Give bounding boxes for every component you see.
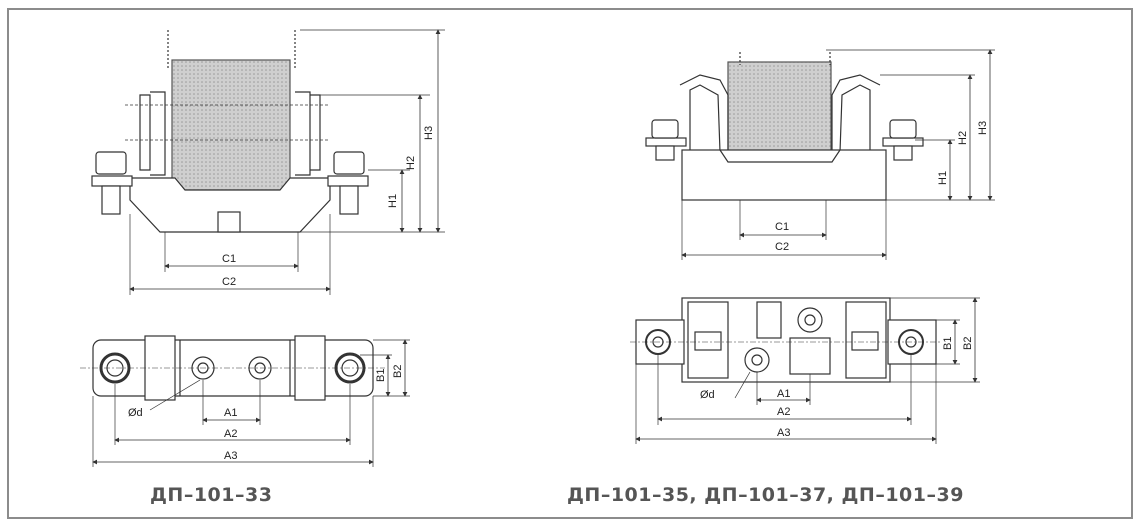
right-a2-label: A2 (777, 406, 790, 418)
left-a2-label: A2 (224, 428, 237, 440)
right-d-label: Ød (700, 389, 715, 401)
left-top-view (80, 335, 410, 467)
left-d-label: Ød (128, 407, 143, 419)
left-fuse-body (171, 59, 291, 191)
left-a1-label: A1 (224, 407, 237, 419)
caption-left: ДП–101–33 (150, 484, 273, 506)
right-a3-label: A3 (777, 427, 790, 439)
left-h3-label: H3 (423, 126, 435, 140)
right-top-view (630, 297, 980, 444)
right-h3-label: H3 (977, 121, 989, 135)
left-c1-label: C1 (222, 253, 236, 265)
right-b2-label: B2 (962, 337, 974, 350)
right-c2-label: C2 (775, 241, 789, 253)
right-c1-label: C1 (775, 221, 789, 233)
left-a3-label: A3 (224, 450, 237, 462)
caption-right: ДП–101–35, ДП–101–37, ДП–101–39 (567, 484, 964, 506)
right-a1-label: A1 (777, 388, 790, 400)
left-front-view (91, 29, 445, 295)
right-b1-label: B1 (942, 337, 954, 350)
right-h1-label: H1 (937, 171, 949, 185)
left-h1-label: H1 (387, 194, 399, 208)
left-c2-label: C2 (222, 276, 236, 288)
right-front-view (645, 49, 995, 260)
left-b1-label: B1 (375, 369, 387, 382)
right-fuse-body (727, 61, 832, 158)
right-h2-label: H2 (957, 131, 969, 145)
left-h2-label: H2 (405, 156, 417, 170)
left-b2-label: B2 (392, 365, 404, 378)
